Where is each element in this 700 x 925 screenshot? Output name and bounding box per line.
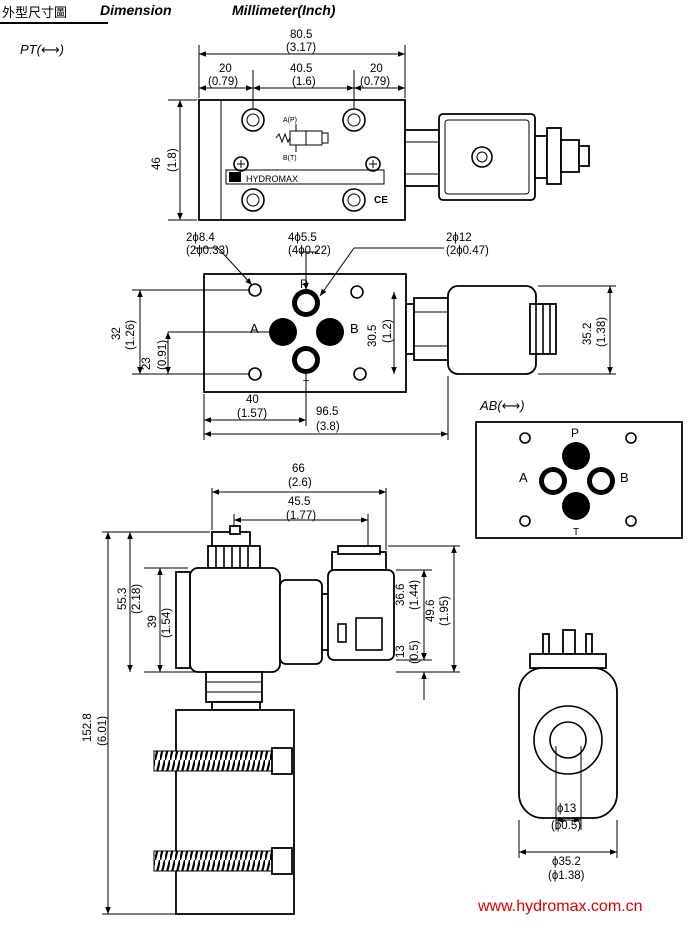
port-b-circle — [316, 318, 344, 346]
svg-text:4ϕ5.5: 4ϕ5.5 — [288, 232, 317, 244]
svg-text:39: 39 — [147, 615, 159, 628]
svg-text:2ϕ8.4: 2ϕ8.4 — [186, 232, 215, 244]
svg-text:(3.8): (3.8) — [316, 421, 340, 433]
svg-text:49.6: 49.6 — [425, 600, 437, 622]
svg-text:(1.54): (1.54) — [161, 608, 173, 638]
svg-text:(4ϕ0.22): (4ϕ0.22) — [288, 245, 331, 257]
svg-text:20: 20 — [219, 63, 232, 75]
svg-text:40.5: 40.5 — [290, 63, 312, 75]
port-face-view: P A B T 2ϕ8.4 (2ϕ0.33) 4ϕ5.5 (4ϕ0.22) 2ϕ… — [111, 232, 616, 440]
port-b-label: B — [350, 321, 359, 336]
din-connector — [327, 569, 395, 661]
svg-text:(0.91): (0.91) — [157, 340, 169, 370]
svg-text:(1.8): (1.8) — [167, 148, 179, 172]
svg-text:55.3: 55.3 — [117, 588, 129, 610]
svg-text:(0.79): (0.79) — [360, 76, 390, 88]
ab-port-p-label: P — [571, 426, 579, 440]
ab-view-label: AB(⟷) — [480, 398, 525, 413]
svg-text:2ϕ12: 2ϕ12 — [446, 232, 472, 244]
nameplate — [225, 169, 385, 185]
svg-text:13: 13 — [395, 645, 407, 658]
svg-text:ϕ13: ϕ13 — [557, 803, 576, 815]
solenoid-face — [405, 285, 557, 375]
coil-end-view: ϕ13 (ϕ0.5) ϕ35.2 (ϕ1.38) — [518, 629, 618, 882]
valve-body-side — [175, 709, 295, 915]
hydromax-logo-icon — [229, 172, 241, 182]
svg-text:20: 20 — [370, 63, 383, 75]
ab-port-face-view: P A B T — [475, 421, 683, 539]
solenoid-top — [404, 113, 590, 201]
svg-text:80.5: 80.5 — [290, 29, 312, 41]
dimension-title: Dimension — [100, 2, 172, 18]
svg-text:ϕ35.2: ϕ35.2 — [552, 856, 581, 868]
svg-text:B(T): B(T) — [283, 155, 297, 162]
svg-text:(1.77): (1.77) — [286, 510, 316, 522]
mount-bolt-2 — [153, 850, 273, 872]
svg-text:(0.79): (0.79) — [208, 76, 238, 88]
side-view: 66 (2.6) 45.5 (1.77) 152.8 (6.01) 55.3 (… — [82, 463, 460, 915]
svg-text:A(P): A(P) — [283, 117, 297, 124]
svg-text:(6.01): (6.01) — [97, 716, 109, 746]
svg-text:(3.17): (3.17) — [286, 42, 316, 54]
screw-icon — [471, 146, 493, 168]
svg-text:66: 66 — [292, 463, 305, 475]
coil-outer-circle — [533, 705, 603, 775]
svg-text:(1.95): (1.95) — [439, 596, 451, 626]
svg-text:(1.6): (1.6) — [292, 76, 316, 88]
coil-inner-circle — [549, 721, 587, 759]
coil-body — [189, 567, 281, 673]
svg-text:(2.18): (2.18) — [131, 584, 143, 614]
coil-end-dimensions: ϕ13 (ϕ0.5) ϕ35.2 (ϕ1.38) — [518, 746, 618, 882]
port-p-label: P — [300, 277, 308, 291]
svg-text:(1.44): (1.44) — [409, 580, 421, 610]
svg-text:(ϕ0.5): (ϕ0.5) — [551, 820, 581, 832]
svg-text:23: 23 — [141, 357, 153, 370]
hydraulic-symbol: A(P) B(T) — [275, 117, 329, 162]
svg-text:45.5: 45.5 — [288, 496, 310, 508]
svg-text:(ϕ1.38): (ϕ1.38) — [548, 870, 585, 882]
svg-text:35.2: 35.2 — [582, 323, 594, 345]
ce-mark: CE — [374, 195, 388, 206]
side-view-dimensions: 66 (2.6) 45.5 (1.77) 152.8 (6.01) 55.3 (… — [82, 463, 460, 915]
port-a-label: A — [250, 321, 259, 336]
svg-text:46: 46 — [151, 157, 163, 170]
svg-text:(1.38): (1.38) — [596, 317, 608, 347]
chinese-title: 外型尺寸圖 — [2, 5, 68, 20]
mount-bolt-1 — [153, 750, 273, 772]
ab-port-t-label: T — [573, 527, 579, 538]
svg-text:40: 40 — [246, 394, 259, 406]
svg-text:152.8: 152.8 — [82, 713, 94, 742]
svg-text:(2ϕ0.47): (2ϕ0.47) — [446, 245, 489, 257]
svg-text:96.5: 96.5 — [316, 406, 338, 418]
units-title: Millimeter(Inch) — [232, 2, 336, 18]
ab-port-p-circle — [562, 442, 590, 470]
svg-text:(0.5): (0.5) — [409, 640, 421, 664]
svg-text:(2ϕ0.33): (2ϕ0.33) — [186, 245, 229, 257]
svg-text:32: 32 — [111, 327, 123, 340]
svg-text:(2.6): (2.6) — [288, 477, 312, 489]
svg-text:(1.26): (1.26) — [125, 320, 137, 350]
ab-port-t-circle — [562, 492, 590, 520]
mount-holes-top — [233, 108, 381, 212]
website-url[interactable]: www.hydromax.com.cn — [478, 898, 643, 915]
top-view: HYDROMAX CE A(P) B(T) — [151, 29, 590, 221]
top-view-dimensions: 80.5 (3.17) 20 (0.79) 40.5 (1.6) 20 (0.7… — [151, 29, 406, 221]
port-face-dimensions: 2ϕ8.4 (2ϕ0.33) 4ϕ5.5 (4ϕ0.22) 2ϕ12 (2ϕ0.… — [111, 232, 616, 440]
ab-port-a-label: A — [519, 470, 528, 485]
svg-text:30.5: 30.5 — [367, 325, 379, 347]
pt-view-label: PT(⟷) — [20, 42, 64, 57]
svg-text:36.6: 36.6 — [395, 584, 407, 606]
ab-port-b-label: B — [620, 470, 629, 485]
header-underline — [0, 22, 108, 24]
port-a-circle — [269, 318, 297, 346]
brand-text: HYDROMAX — [246, 174, 298, 184]
svg-text:(1.57): (1.57) — [237, 408, 267, 420]
svg-text:(1.2): (1.2) — [382, 319, 394, 343]
